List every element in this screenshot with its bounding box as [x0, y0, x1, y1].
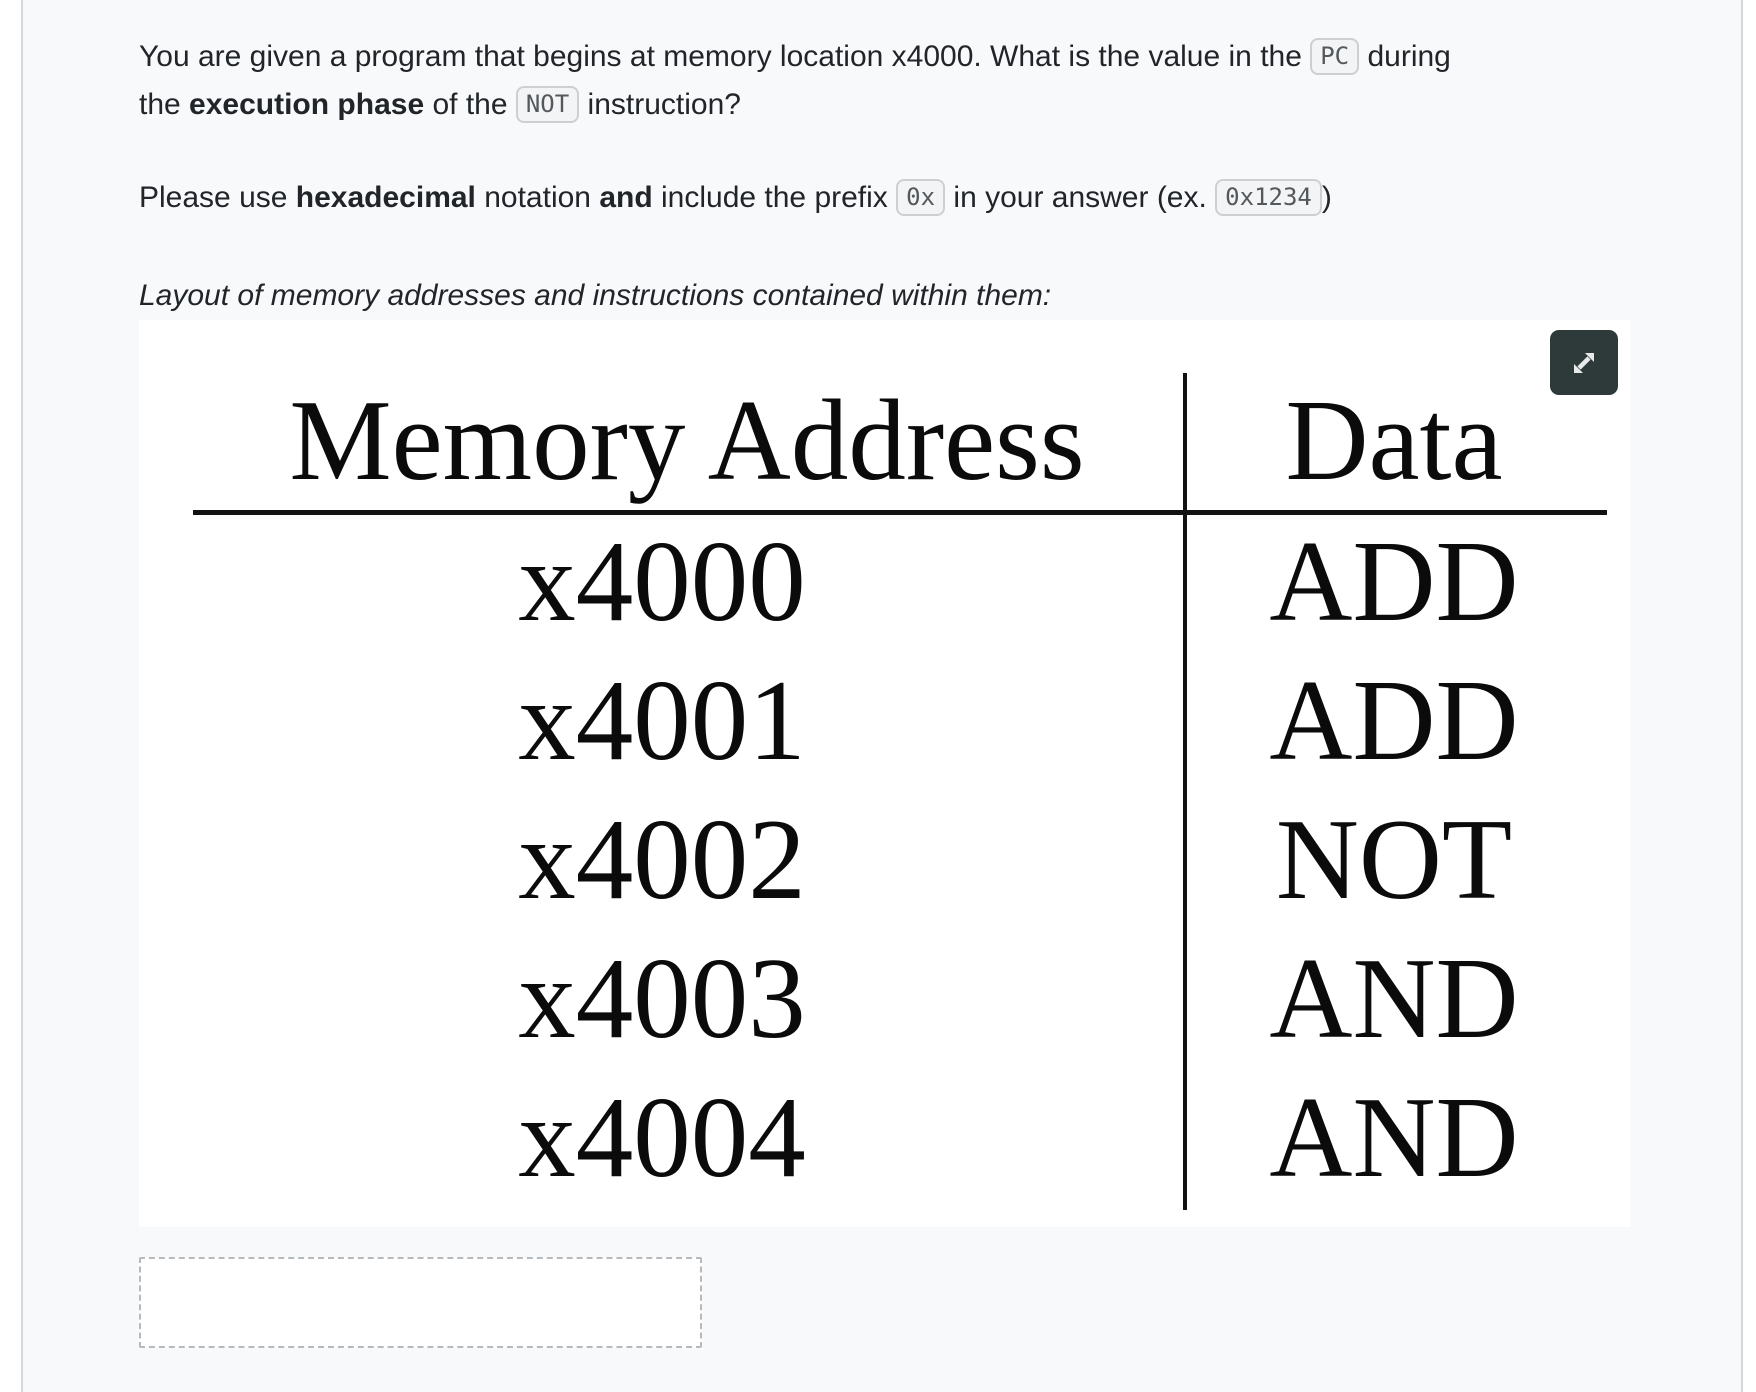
header-data: Data: [1285, 377, 1503, 504]
prefix-code-badge: 0x: [896, 179, 946, 216]
question-card: You are given a program that begins at m…: [21, 0, 1743, 1392]
question-bold-execution-phase: execution phase: [189, 88, 425, 121]
address-cell: x4004: [518, 1074, 806, 1201]
data-cell: AND: [1269, 1074, 1519, 1201]
data-cell: ADD: [1269, 518, 1519, 645]
instructions-part-5: ): [1321, 181, 1332, 214]
table-row: x4004 AND: [139, 1068, 1630, 1207]
figure-caption: Layout of memory addresses and instructi…: [139, 279, 1052, 312]
table-row: x4001 ADD: [139, 651, 1630, 790]
question-part-4: of the: [424, 88, 516, 121]
instructions-part-3: include the prefix: [652, 181, 897, 214]
expand-icon: [1574, 352, 1594, 373]
table-row: x4002 NOT: [139, 790, 1630, 929]
question-part-3: the: [139, 88, 190, 121]
table-header-rule: [193, 510, 1607, 515]
instructions-bold-hexadecimal: hexadecimal: [295, 181, 476, 214]
question-content: You are given a program that begins at m…: [23, 0, 1741, 1348]
expand-image-button[interactable]: [1550, 330, 1618, 395]
memory-table: Memory Address Data x4000 ADD x4001 ADD …: [139, 320, 1630, 1227]
question-text: You are given a program that begins at m…: [139, 33, 1629, 129]
answer-format-instructions: Please use hexadecimal notation and incl…: [139, 174, 1629, 222]
question-part-1: You are given a program that begins at m…: [139, 40, 1311, 73]
question-part-5: instruction?: [579, 88, 741, 121]
pc-code-badge: PC: [1310, 38, 1360, 75]
example-code-badge: 0x1234: [1215, 179, 1322, 216]
address-cell: x4000: [518, 518, 806, 645]
address-cell: x4003: [518, 935, 806, 1062]
table-row: x4003 AND: [139, 929, 1630, 1068]
memory-layout-figure: Memory Address Data x4000 ADD x4001 ADD …: [139, 320, 1630, 1227]
data-cell: AND: [1269, 935, 1519, 1062]
instructions-part-2: notation: [475, 181, 600, 214]
address-cell: x4002: [518, 796, 806, 923]
header-memory-address: Memory Address: [289, 377, 1085, 504]
table-column-divider: [1183, 373, 1187, 1210]
data-cell: ADD: [1269, 657, 1519, 784]
table-header-row: Memory Address Data: [139, 320, 1630, 512]
address-cell: x4001: [518, 657, 806, 784]
table-row: x4000 ADD: [139, 512, 1630, 651]
instructions-part-1: Please use: [139, 181, 296, 214]
data-cell: NOT: [1275, 796, 1513, 923]
question-part-2: during: [1359, 40, 1451, 73]
instructions-bold-and: and: [599, 181, 653, 214]
not-code-badge: NOT: [515, 86, 580, 123]
answer-input[interactable]: [139, 1257, 702, 1348]
instructions-part-4: in your answer (ex.: [945, 181, 1216, 214]
